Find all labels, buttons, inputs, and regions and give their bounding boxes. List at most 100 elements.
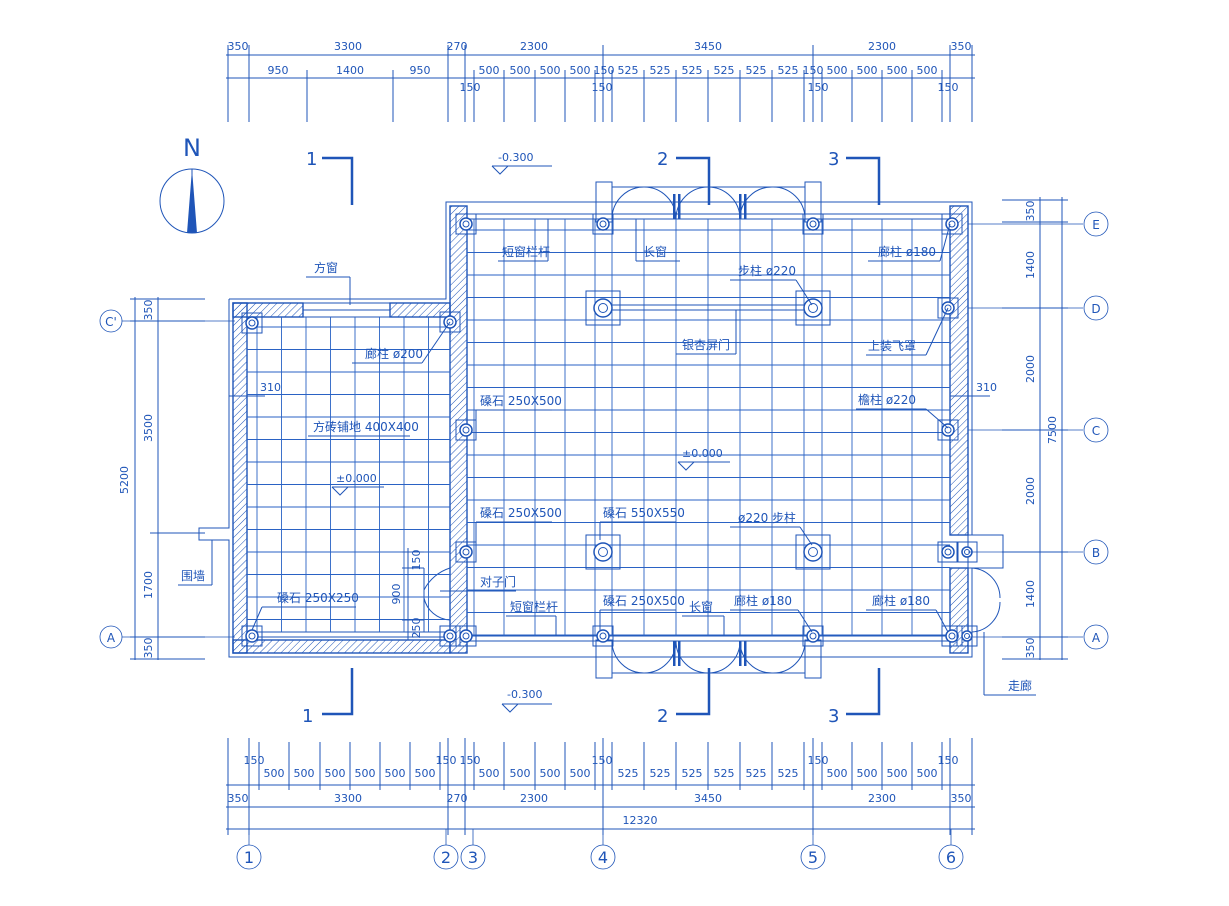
dim-bottom1-5: 500	[385, 767, 406, 780]
dim-bottom1-14: 525	[618, 767, 639, 780]
columns	[241, 213, 978, 647]
dim-top2-6: 500	[570, 64, 591, 77]
column-20	[802, 625, 824, 647]
dim-top3-2: 150	[808, 81, 829, 94]
dim-left-1700: 1700	[142, 571, 155, 599]
column-1	[592, 213, 614, 235]
dim-top-2300a: 2300	[520, 40, 548, 53]
column-18	[455, 625, 477, 647]
dim-bottom1-0: 150	[244, 754, 265, 767]
column-10	[937, 419, 959, 441]
section-2-top: 2	[657, 149, 668, 170]
dim-top2-1: 1400	[336, 64, 364, 77]
dim-top2-4: 500	[510, 64, 531, 77]
level-inner-side: ±0.000	[336, 472, 377, 485]
dim-right-1400a: 1400	[1024, 251, 1037, 279]
column-12	[585, 534, 621, 570]
label-sang-shi-250x250: 磉石 250X250	[277, 591, 359, 605]
column-13	[795, 534, 831, 570]
dim-bottom1-17: 525	[714, 767, 735, 780]
level-inner-main: ±0.000	[682, 447, 723, 460]
label-chang-chuang-top: 长窗	[643, 245, 667, 259]
dim-top2-5: 500	[540, 64, 561, 77]
axis-col-4: 4	[598, 848, 608, 867]
dim-top-2300b: 2300	[868, 40, 896, 53]
label-lang-zhu-200: 廊柱 ø200	[365, 346, 423, 361]
label-lang-zhu-180-b1: 廊柱 ø180	[734, 593, 792, 608]
dim-bottom1-12: 500	[570, 767, 591, 780]
dim-bottom1-9: 500	[479, 767, 500, 780]
axis-col-1: 1	[244, 848, 254, 867]
column-21	[941, 625, 963, 647]
dim-bottom-total: 12320	[623, 814, 658, 827]
label-duan-chuang-bottom: 短窗栏杆	[510, 599, 558, 614]
axis-c-prime: C'	[105, 315, 117, 329]
dim-top2-17: 500	[887, 64, 908, 77]
dim-top2-18: 500	[917, 64, 938, 77]
column-0	[455, 213, 477, 235]
label-fang-chuang: 方窗	[314, 260, 338, 275]
column-19	[592, 625, 614, 647]
axis-col-5: 5	[808, 848, 818, 867]
column-2	[802, 213, 824, 235]
section-1-top: 1	[306, 149, 317, 170]
level-marks: -0.300 -0.300 ±0.000 ±0.000	[331, 151, 730, 713]
dim-right-2000b: 2000	[1024, 477, 1037, 505]
annotation-labels: 方窗 廊柱 ø200 方砖铺地 400X400 短窗栏杆 长窗 廊柱 ø180 …	[178, 219, 1036, 696]
dim-bottom1-2: 500	[294, 767, 315, 780]
dim-bottom2-1: 3300	[334, 792, 362, 805]
label-sang-shi-250x500-c: 磉石 250X500	[603, 594, 685, 608]
column-6	[585, 290, 621, 326]
right-dimensions: 350 1400 2000 2000 1400 350 7500 310 EDC…	[950, 197, 1109, 660]
north-letter: N	[183, 134, 201, 162]
dim-bottom1-24: 500	[917, 767, 938, 780]
column-14	[937, 541, 959, 563]
top-dimensions: 350 3300 270 2300 3450 2300 350 950 1400…	[226, 40, 975, 122]
label-lang-zhu-180-b2: 廊柱 ø180	[872, 593, 930, 608]
dim-top3-0: 150	[460, 81, 481, 94]
dim-left-310: 310	[260, 381, 281, 394]
label-lang-zhu-180-top: 廊柱 ø180	[878, 244, 936, 259]
dim-bottom1-6: 500	[415, 767, 436, 780]
column-16	[241, 625, 263, 647]
dim-top2-0: 950	[268, 64, 289, 77]
section-3-bottom: 3	[828, 706, 839, 727]
dim-bottom2-6: 350	[951, 792, 972, 805]
dim-bottom1-19: 525	[778, 767, 799, 780]
label-shang-zhuang-fei-zhao: 上装飞罩	[868, 339, 916, 353]
level-outer-top: -0.300	[498, 151, 533, 164]
dim-top2-11: 525	[714, 64, 735, 77]
dim-bottom2-4: 3450	[694, 792, 722, 805]
column-11	[455, 541, 477, 563]
section-markers: 1 2 3 1 2 3	[302, 149, 881, 727]
dim-right-310: 310	[976, 381, 997, 394]
dim-left-3500: 3500	[142, 414, 155, 442]
label-zou-lang: 走廊	[1008, 678, 1032, 693]
dim-right-350b: 350	[1024, 638, 1037, 659]
dim-top2-12: 525	[746, 64, 767, 77]
dim-top2-2: 950	[410, 64, 431, 77]
dim-top2-3: 500	[479, 64, 500, 77]
dim-bottom1-20: 150	[808, 754, 829, 767]
label-bu-zhu-220-bottom: ø220 步柱	[738, 510, 796, 525]
dim-bottom2-2: 270	[447, 792, 468, 805]
dim-top2-13: 525	[778, 64, 799, 77]
label-yan-zhu-220: 檐柱 ø220	[858, 392, 916, 407]
dim-top-270: 270	[447, 40, 468, 53]
axis-row-B: B	[1092, 546, 1100, 560]
dim-bottom1-3: 500	[325, 767, 346, 780]
column-8	[937, 297, 959, 319]
dim-bottom1-4: 500	[355, 767, 376, 780]
screen-partition	[612, 304, 804, 311]
dim-bottom1-15: 525	[650, 767, 671, 780]
dim-top2-10: 525	[682, 64, 703, 77]
dim-left-350a: 350	[142, 300, 155, 321]
axis-col-6: 6	[946, 848, 956, 867]
dim-bottom1-16: 525	[682, 767, 703, 780]
dim-bottom2-3: 2300	[520, 792, 548, 805]
axis-row-E: E	[1092, 218, 1100, 232]
label-sang-shi-250x500-b: 磉石 250X500	[480, 506, 562, 520]
left-dimensions: 5200 350 3500 1700 350 310 C' A	[99, 297, 281, 660]
level-outer-bottom: -0.300	[507, 688, 542, 701]
label-dui-zi-men: 对子门	[480, 574, 516, 589]
